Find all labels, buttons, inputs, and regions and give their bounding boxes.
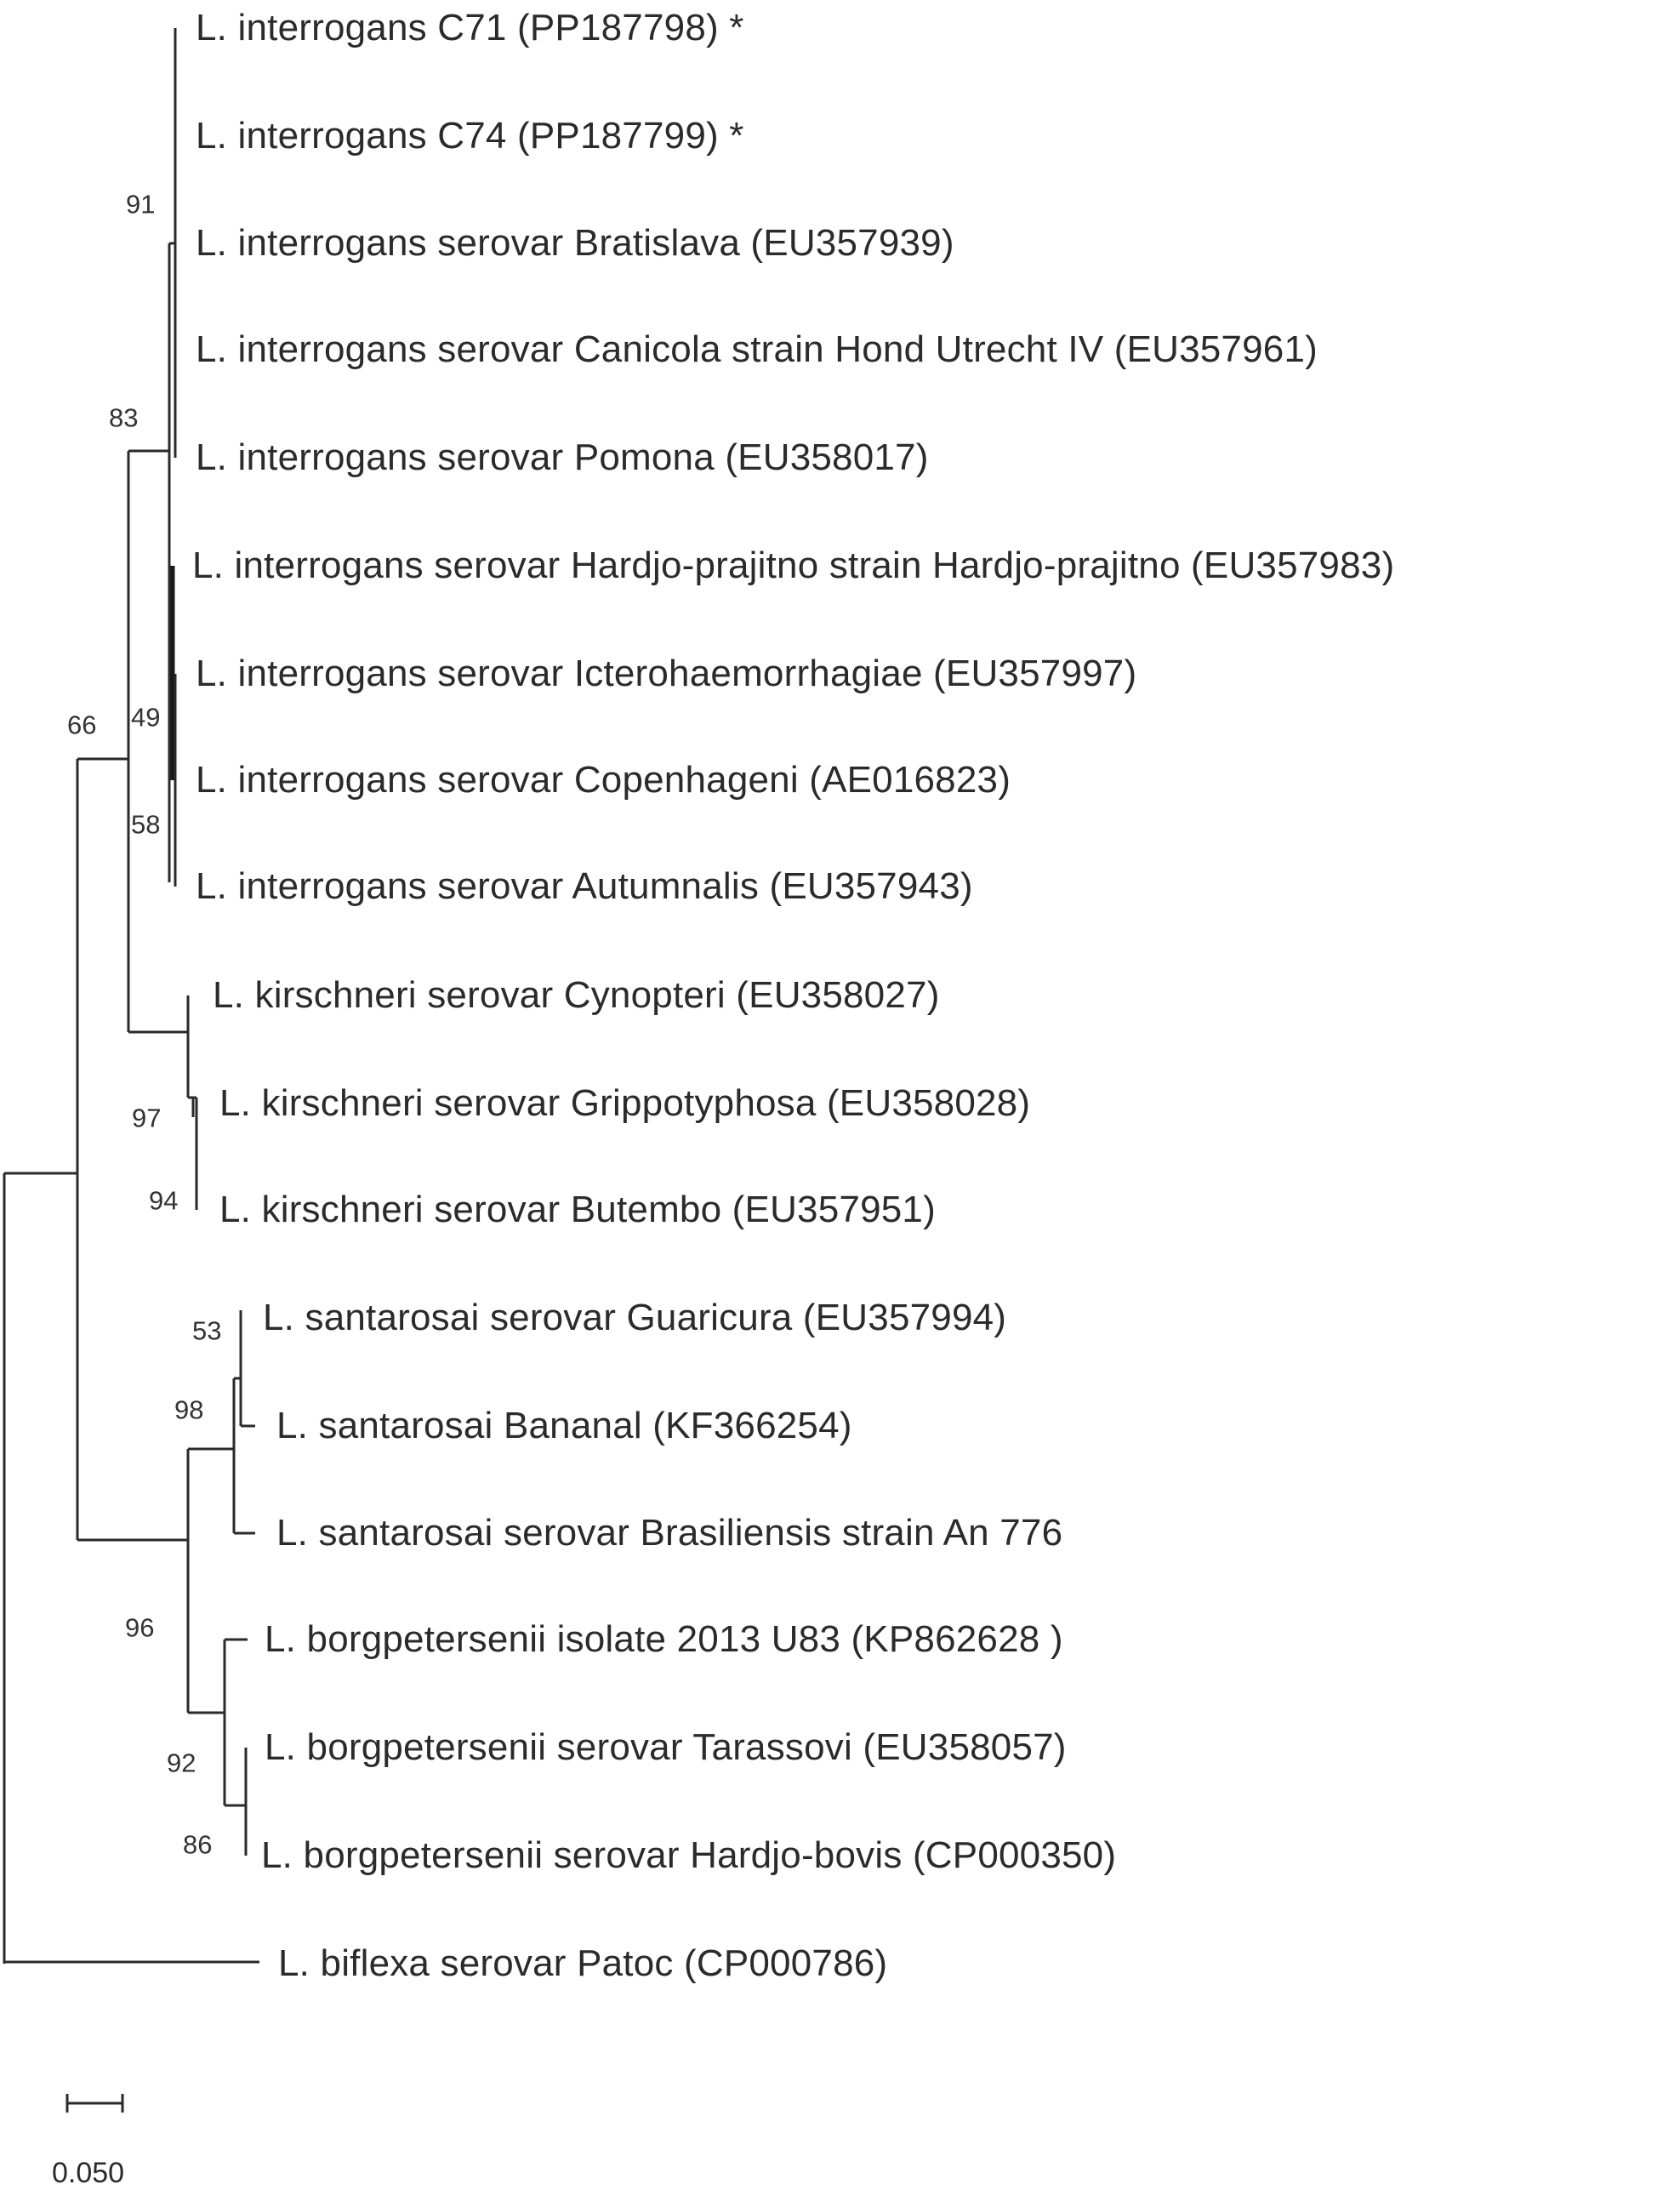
scale-bar: [65, 2094, 124, 2113]
bootstrap-value: 58: [131, 809, 161, 840]
node-96: [186, 1447, 234, 1714]
bootstrap-value: 53: [192, 1315, 222, 1346]
leaf-label: L. interrogans serovar Bratislava (EU357…: [196, 222, 954, 264]
node-83: [127, 449, 188, 1034]
bootstrap-value: 66: [67, 710, 97, 740]
leaf-label: L. santarosai serovar Guaricura (EU35799…: [263, 1297, 1007, 1338]
leaf-label: L. interrogans serovar Canicola strain H…: [196, 328, 1318, 370]
bootstrap-value: 98: [174, 1394, 204, 1425]
leaf-label: L. interrogans C74 (PP187799) *: [196, 115, 744, 157]
leaf-label: L. interrogans serovar Pomona (EU358017): [196, 436, 929, 478]
bootstrap-value: 83: [109, 402, 139, 433]
kirschneri-clade: [186, 995, 198, 1210]
leaf-label: L. borgpetersenii serovar Hardjo-bovis (…: [261, 1834, 1117, 1876]
bootstrap-value: 91: [126, 189, 156, 220]
leaf-label: L. interrogans serovar Autumnalis (EU357…: [196, 865, 973, 907]
leaf-label: L. borgpetersenii serovar Tarassovi (EU3…: [265, 1726, 1067, 1768]
bootstrap-value: 94: [149, 1185, 179, 1216]
leaf-label: L. kirschneri serovar Grippotyphosa (EU3…: [219, 1082, 1031, 1124]
leaf-label: L. interrogans C71 (PP187798) *: [196, 7, 744, 48]
borgpetersenii-clade: [223, 1638, 248, 1856]
interrogans-clade: [168, 28, 177, 887]
bootstrap-value: 86: [183, 1829, 213, 1860]
santarosai-clade: [232, 1310, 255, 1535]
node-66: [76, 757, 188, 1542]
leaf-label: L. borgpetersenii isolate 2013 U83 (KP86…: [265, 1618, 1063, 1660]
bootstrap-value: 92: [167, 1748, 196, 1778]
leaf-label: L. interrogans serovar Copenhageni (AE01…: [196, 759, 1011, 801]
scale-bar-label: 0.050: [52, 2157, 125, 2189]
leaf-label: L. santarosai Bananal (KF366254): [276, 1405, 852, 1446]
bootstrap-value: 49: [131, 702, 161, 733]
root-node: [3, 1172, 259, 1964]
leaf-label: L. kirschneri serovar Butembo (EU357951): [219, 1189, 936, 1230]
bootstrap-value: 97: [132, 1103, 162, 1133]
leaf-label: L. santarosai serovar Brasiliensis strai…: [276, 1512, 1063, 1554]
leaf-label: L. interrogans serovar Icterohaemorrhagi…: [196, 653, 1137, 694]
leaf-label: L. biflexa serovar Patoc (CP000786): [278, 1942, 888, 1984]
leaf-label: L. kirschneri serovar Cynopteri (EU35802…: [213, 974, 940, 1016]
leaf-label: L. interrogans serovar Hardjo-prajitno s…: [192, 545, 1395, 586]
bootstrap-value: 96: [125, 1612, 155, 1643]
